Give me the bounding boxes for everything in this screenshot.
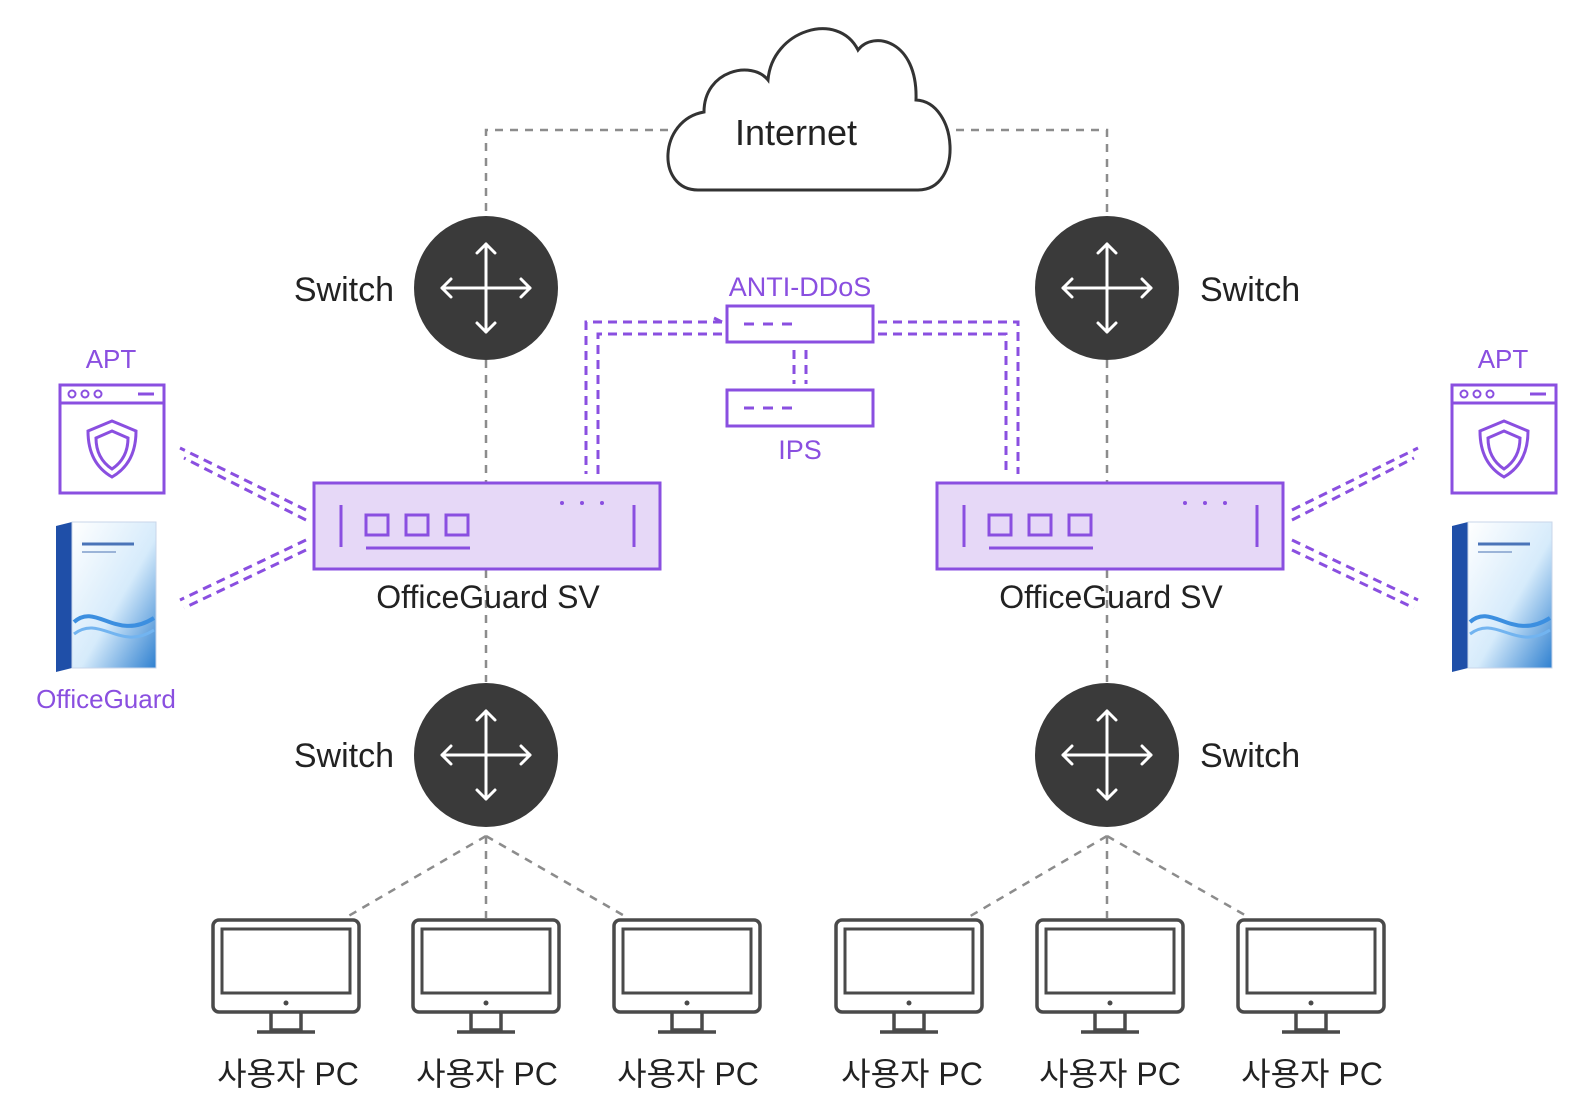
switch-bottom-right: Switch — [1033, 681, 1300, 829]
monitor-icon — [211, 918, 361, 1034]
officeguard-software-right — [1450, 520, 1554, 674]
software-box-icon — [54, 520, 158, 674]
user-pc: 사용자 PC — [411, 918, 561, 1092]
monitor-icon — [1236, 918, 1386, 1034]
user-pc: 사용자 PC — [1236, 918, 1386, 1092]
officeguard-sv-right: OfficeGuard SV — [935, 481, 1285, 615]
user-pc-label: 사용자 PC — [841, 1056, 983, 1092]
anti-ddos-device: ANTI-DDoS — [725, 272, 875, 344]
appliance-icon — [935, 481, 1285, 571]
user-pc-label: 사용자 PC — [416, 1056, 558, 1092]
user-pc: 사용자 PC — [612, 918, 762, 1092]
apt-label: APT — [86, 344, 137, 374]
appliance-icon — [312, 481, 662, 571]
user-pc-label: 사용자 PC — [1241, 1056, 1383, 1092]
anti-ddos-label: ANTI-DDoS — [729, 272, 872, 302]
switch-icon — [412, 681, 560, 829]
user-pc: 사용자 PC — [834, 918, 984, 1092]
officeguard-sv-label: OfficeGuard SV — [376, 579, 600, 615]
switch-bottom-left: Switch — [294, 681, 560, 829]
switch-icon — [412, 214, 560, 362]
switch-label: Switch — [1200, 737, 1300, 775]
user-pc-group-right: 사용자 PC 사용자 PC 사용자 PC — [834, 918, 1386, 1092]
monitor-icon — [612, 918, 762, 1034]
user-pc-label: 사용자 PC — [217, 1056, 359, 1092]
monitor-icon — [411, 918, 561, 1034]
apt-label: APT — [1478, 344, 1529, 374]
officeguard-sv-left: OfficeGuard SV — [312, 481, 662, 615]
shield-window-icon — [1450, 383, 1558, 495]
apt-right: APT — [1450, 344, 1558, 495]
switch-icon — [1033, 681, 1181, 829]
switch-label: Switch — [294, 737, 394, 775]
monitor-icon — [1035, 918, 1185, 1034]
monitor-icon — [834, 918, 984, 1034]
officeguard-sv-label: OfficeGuard SV — [999, 579, 1223, 615]
security-links — [179, 316, 1419, 610]
officeguard-software-left: OfficeGuard — [36, 520, 176, 714]
user-pc: 사용자 PC — [211, 918, 361, 1092]
user-pc: 사용자 PC — [1035, 918, 1185, 1092]
shield-window-icon — [58, 383, 166, 495]
switch-top-right: Switch — [1033, 214, 1300, 362]
internet-cloud: Internet — [666, 27, 952, 192]
ips-device: IPS — [725, 388, 875, 465]
ips-label: IPS — [778, 435, 822, 465]
internet-label: Internet — [735, 112, 857, 153]
switch-top-left: Switch — [294, 214, 560, 362]
switch-label: Switch — [1200, 271, 1300, 309]
ips-box — [725, 388, 875, 428]
user-pc-label: 사용자 PC — [617, 1056, 759, 1092]
apt-left: APT — [58, 344, 166, 495]
switch-label: Switch — [294, 271, 394, 309]
user-pc-group-left: 사용자 PC 사용자 PC 사용자 PC — [211, 918, 762, 1092]
software-box-icon — [1450, 520, 1554, 674]
user-pc-label: 사용자 PC — [1039, 1056, 1181, 1092]
officeguard-label: OfficeGuard — [36, 684, 176, 714]
cloud-icon — [666, 27, 952, 192]
link-lines — [344, 128, 1251, 920]
switch-icon — [1033, 214, 1181, 362]
